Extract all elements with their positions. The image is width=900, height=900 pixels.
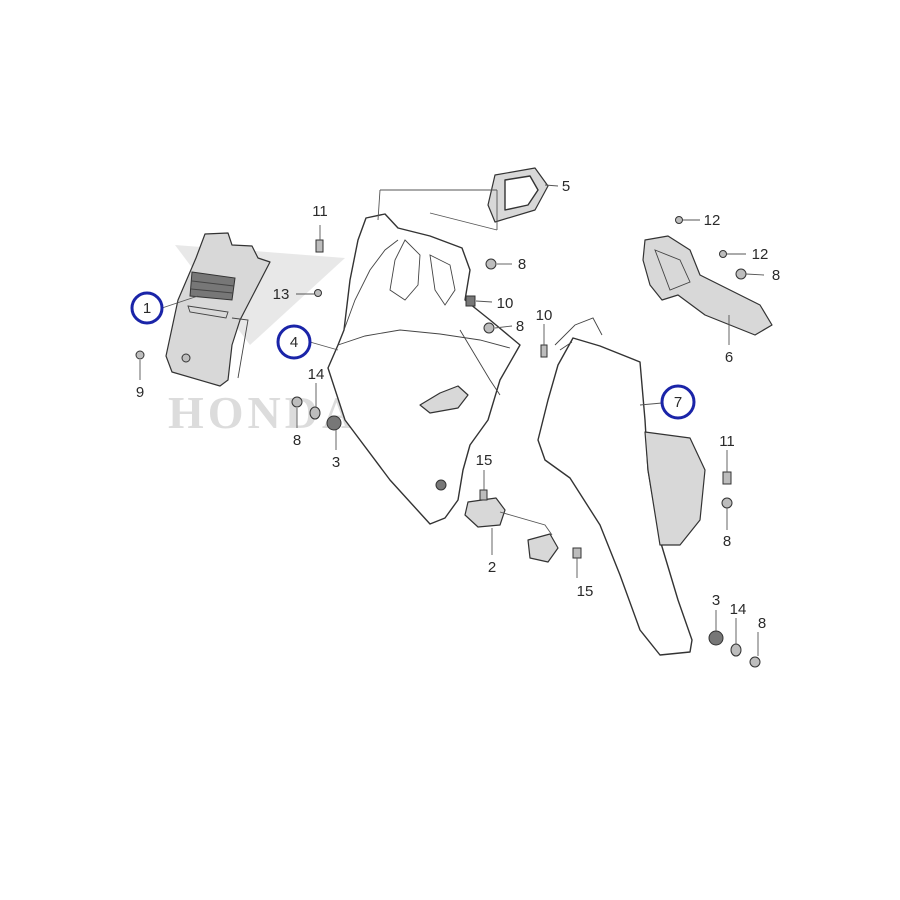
callout-14-left[interactable]: 14	[308, 366, 325, 383]
callout-8-left[interactable]: 8	[293, 432, 301, 449]
callout-10-mid[interactable]: 10	[497, 295, 514, 312]
callout-14-right[interactable]: 14	[730, 601, 747, 618]
part-7-right-cover[interactable]	[537, 317, 706, 656]
part-1-front-cover[interactable]	[165, 232, 271, 387]
callout-11-upper[interactable]: 11	[312, 203, 328, 220]
callout-3-right[interactable]: 3	[712, 592, 720, 609]
callout-8-mid[interactable]: 8	[516, 318, 524, 335]
callout-15-left[interactable]: 15	[476, 452, 493, 469]
hardware	[135, 216, 761, 668]
callout-13[interactable]: 13	[273, 286, 290, 303]
callout-15-right[interactable]: 15	[577, 583, 594, 600]
leader-lines	[139, 184, 765, 656]
part-5-bracket-line	[377, 189, 498, 231]
callout-2[interactable]: 2	[488, 559, 496, 576]
callout-7[interactable]: 7	[674, 394, 682, 411]
watermark-text: HONDA	[168, 387, 359, 438]
callout-8-right-bottom[interactable]: 8	[758, 615, 766, 632]
highlight-circle-7	[660, 384, 696, 420]
highlight-circle-1	[130, 291, 164, 325]
callout-12-lower[interactable]: 12	[752, 246, 769, 263]
callout-4[interactable]: 4	[290, 334, 298, 351]
callout-8-top[interactable]: 8	[518, 256, 526, 273]
callout-10-right[interactable]: 10	[536, 307, 553, 324]
callout-3-left[interactable]: 3	[332, 454, 340, 471]
highlight-circle-4	[276, 324, 312, 360]
part-4-left-inner-panel[interactable]	[327, 213, 521, 525]
part-5-bracket[interactable]	[487, 167, 549, 223]
part-2-bracket[interactable]	[464, 497, 559, 563]
callout-8-right-top[interactable]: 8	[772, 267, 780, 284]
part-6-right-small-cover[interactable]	[642, 235, 773, 336]
callout-5[interactable]: 5	[562, 178, 570, 195]
callout-labels: 1 4 7 11 13 9 8 14 3 5 8 10 8 10 12 12 8…	[136, 178, 780, 632]
callout-12-upper[interactable]: 12	[704, 212, 721, 229]
callout-11-right[interactable]: 11	[719, 433, 735, 450]
callout-8-right-mid[interactable]: 8	[723, 533, 731, 550]
callout-6[interactable]: 6	[725, 349, 733, 366]
callout-9[interactable]: 9	[136, 384, 144, 401]
callout-1[interactable]: 1	[143, 300, 151, 317]
